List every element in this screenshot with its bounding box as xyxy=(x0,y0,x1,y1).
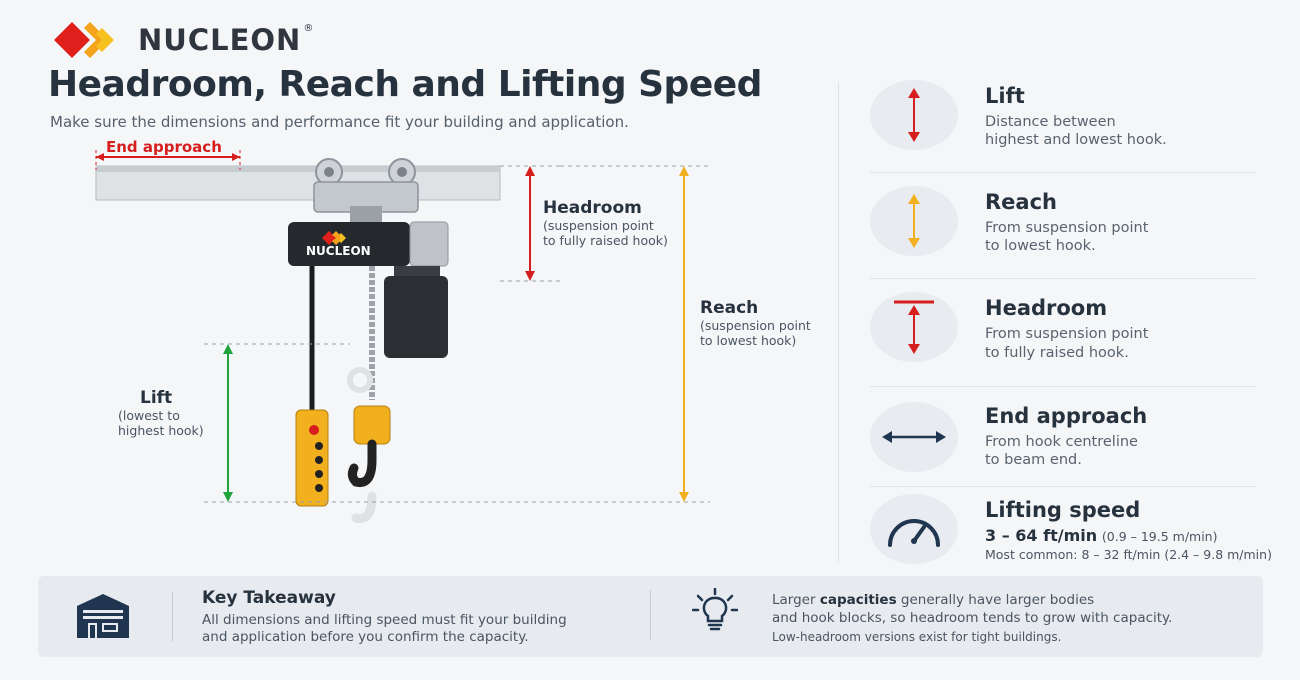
brand-logo: NUCLEON ® xyxy=(52,20,313,60)
reach-line2: to lowest hook) xyxy=(700,333,797,348)
reach-item-title: Reach xyxy=(985,190,1057,214)
end-approach-item-title: End approach xyxy=(985,404,1148,428)
reach-title: Reach xyxy=(700,298,759,318)
headroom-title: Headroom xyxy=(543,198,642,218)
speed-icon-circle xyxy=(870,494,958,564)
page-subtitle: Make sure the dimensions and performance… xyxy=(50,113,629,131)
lift-title: Lift xyxy=(140,388,173,408)
panel-separator xyxy=(870,172,1256,173)
building-icon xyxy=(74,592,132,644)
panel-item-end-approach: End approach From hook centreline to bea… xyxy=(870,396,1256,502)
headroom-item-line2: to fully raised hook. xyxy=(985,345,1129,361)
speed-common-range: Most common: 8 – 32 ft/min (2.4 – 9.8 m/… xyxy=(985,547,1272,562)
panel-separator xyxy=(870,278,1256,279)
headroom-item-line1: From suspension point xyxy=(985,326,1149,342)
lift-item-title: Lift xyxy=(985,84,1025,108)
tip-line2: and hook blocks, so headroom tends to gr… xyxy=(772,610,1173,626)
tip-line1-post: generally have larger bodies xyxy=(896,592,1095,608)
headroom-icon-circle xyxy=(870,292,958,362)
tip-line1-bold: capacities xyxy=(819,592,897,608)
page-title: Headroom, Reach and Lifting Speed xyxy=(48,64,762,105)
panel-separator xyxy=(870,386,1256,387)
lift-line2: highest hook) xyxy=(118,423,204,438)
end-approach-label: End approach xyxy=(106,138,222,156)
lift-item-line1: Distance between xyxy=(985,114,1116,130)
headroom-item-title: Headroom xyxy=(985,296,1108,320)
panel-item-reach: Reach From suspension point to lowest ho… xyxy=(870,182,1256,288)
tip-line1-pre: Larger xyxy=(772,592,820,608)
lift-line1: (lowest to xyxy=(118,408,180,423)
panel-separator xyxy=(870,486,1256,487)
tip-line3: Low-headroom versions exist for tight bu… xyxy=(772,630,1062,644)
nucleon-logo-icon xyxy=(54,22,114,58)
reach-item-line2: to lowest hook. xyxy=(985,238,1096,254)
takeaway-divider xyxy=(650,590,651,640)
panel-item-headroom: Headroom From suspension point to fully … xyxy=(870,288,1256,394)
panel-item-lifting-speed: Lifting speed 3 – 64 ft/min (0.9 – 19.5 … xyxy=(870,492,1272,568)
lightbulb-icon xyxy=(691,587,739,638)
hoist-illustration xyxy=(95,150,710,523)
takeaway-title: Key Takeaway xyxy=(202,588,336,608)
speed-value-imperial: 3 – 64 ft/min xyxy=(985,526,1098,545)
speed-value-metric: (0.9 – 19.5 m/min) xyxy=(1101,529,1218,544)
takeaway-divider xyxy=(172,592,173,642)
headroom-line2: to fully raised hook) xyxy=(543,233,668,248)
registered-mark: ® xyxy=(303,22,314,34)
lift-annotation: Lift (lowest to highest hook) xyxy=(118,388,204,438)
hoist-diagram: End approach NUCLEON Headroom (suspensio… xyxy=(0,130,840,570)
headroom-arrow-icon xyxy=(894,300,934,354)
horizontal-arrow-icon xyxy=(882,431,946,443)
lift-item-line2: highest and lowest hook. xyxy=(985,132,1167,148)
lift-icon-circle xyxy=(870,80,958,150)
headroom-annotation: Headroom (suspension point to fully rais… xyxy=(543,198,668,248)
speed-value: 3 – 64 ft/min (0.9 – 19.5 m/min) xyxy=(985,526,1218,545)
reach-icon-circle xyxy=(870,186,958,256)
reach-item-line1: From suspension point xyxy=(985,220,1149,236)
hoist-brand-label: NUCLEON xyxy=(306,244,371,258)
speedometer-icon xyxy=(888,519,940,547)
panel-item-lift: Lift Distance between highest and lowest… xyxy=(870,76,1256,182)
tip-line1: Larger capacities generally have larger … xyxy=(772,592,1094,609)
headroom-line1: (suspension point xyxy=(543,218,654,233)
end-approach-icon-circle xyxy=(870,402,958,472)
key-takeaway-box: Key Takeaway All dimensions and lifting … xyxy=(38,576,1263,657)
speed-item-title: Lifting speed xyxy=(985,498,1141,522)
reach-annotation: Reach (suspension point to lowest hook) xyxy=(700,298,811,348)
takeaway-line1: All dimensions and lifting speed must fi… xyxy=(202,612,567,628)
red-vertical-arrow-icon xyxy=(908,88,920,142)
end-approach-item-line1: From hook centreline xyxy=(985,434,1138,450)
yellow-vertical-arrow-icon xyxy=(908,194,920,248)
brand-name: NUCLEON xyxy=(138,23,302,57)
end-approach-item-line2: to beam end. xyxy=(985,452,1082,468)
reach-line1: (suspension point xyxy=(700,318,811,333)
panel-divider xyxy=(838,82,839,562)
takeaway-line2: and application before you confirm the c… xyxy=(202,629,529,645)
